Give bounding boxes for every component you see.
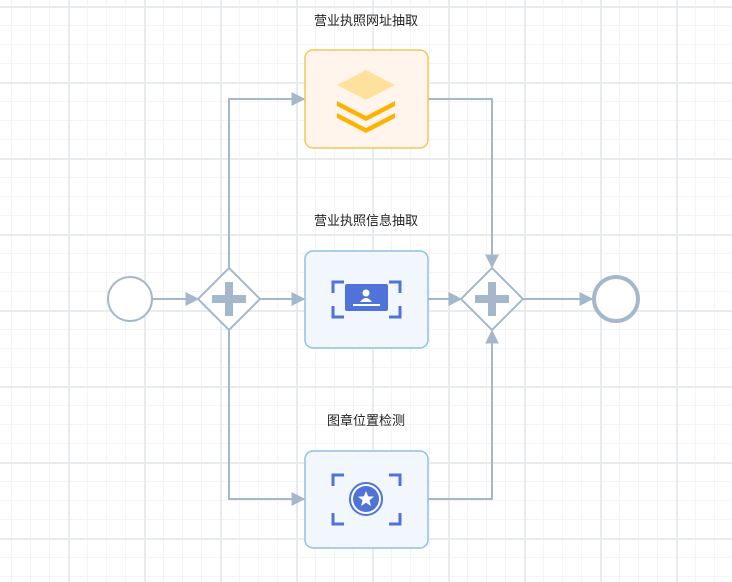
- scan-frame-icon: [331, 473, 402, 526]
- task-seal-detect[interactable]: [304, 450, 429, 549]
- task-label-seal-detect: 图章位置检测: [327, 413, 405, 428]
- layers-icon: [337, 70, 395, 133]
- task-url-extract[interactable]: [304, 49, 429, 149]
- end-event[interactable]: [592, 275, 640, 323]
- edge-split-to-seal-task[interactable]: [228, 330, 306, 506]
- id-card-icon: [345, 284, 388, 311]
- parallel-split-gateway[interactable]: [196, 266, 262, 332]
- plus-icon: [212, 282, 246, 316]
- id-card-scan-icon: [331, 280, 402, 319]
- start-event[interactable]: [107, 276, 153, 322]
- task-info-extract[interactable]: [304, 250, 429, 349]
- edge-seal-task-to-join[interactable]: [428, 329, 499, 500]
- edge-split-to-url-task[interactable]: [228, 92, 306, 268]
- parallel-join-gateway[interactable]: [459, 266, 525, 332]
- seal-star-icon: [349, 482, 383, 516]
- connectors: [152, 92, 594, 506]
- plus-icon: [475, 282, 509, 316]
- task-label-info-extract: 营业执照信息抽取: [314, 213, 418, 228]
- task-label-url-extract: 营业执照网址抽取: [314, 13, 418, 28]
- edge-url-task-to-join[interactable]: [428, 98, 499, 269]
